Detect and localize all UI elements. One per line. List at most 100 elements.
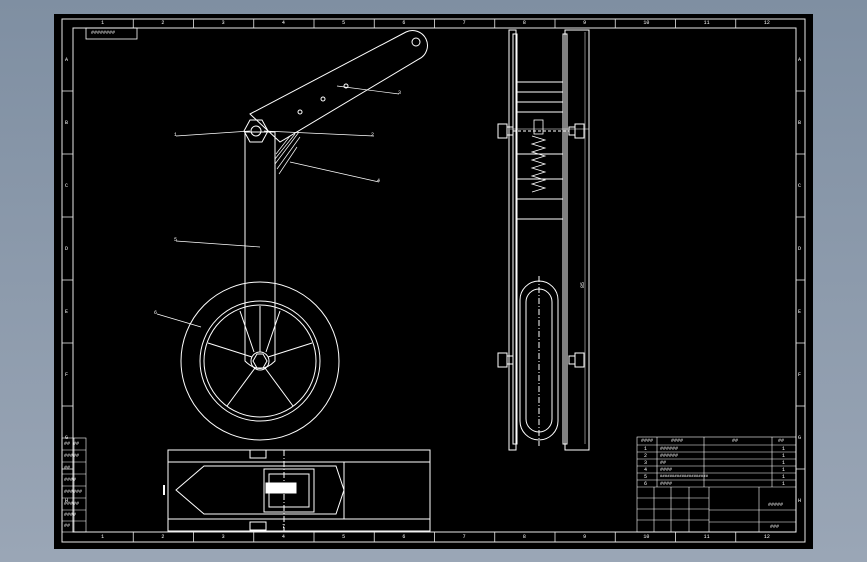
zone-label-right: F — [798, 371, 802, 378]
zone-label-bottom: 2 — [161, 534, 165, 540]
zone-label-bottom: 1 — [101, 534, 105, 540]
zone-label-top: 5 — [342, 20, 346, 26]
title-block-header: ## — [732, 438, 739, 444]
callout-4: 4 — [377, 178, 381, 184]
inner-frame — [72, 27, 797, 533]
zone-label-left: G — [65, 434, 69, 441]
left-panel-text: ##### — [64, 453, 80, 459]
left-panel-lines — [61, 437, 87, 533]
title-block-row-qty: 1 — [782, 446, 786, 452]
title-block-row-no: 2 — [644, 453, 648, 459]
zone-label-left: E — [65, 308, 69, 315]
zone-label-right: B — [798, 119, 802, 126]
wheel-rim — [203, 304, 317, 418]
border-zone-ticks — [62, 19, 805, 542]
side-view — [156, 30, 428, 441]
top-view-hub — [263, 468, 315, 513]
spring-hatch — [274, 131, 301, 175]
zone-label-top: 3 — [221, 20, 225, 26]
pivot-pin — [411, 37, 421, 47]
zone-label-left: D — [65, 245, 69, 252]
left-panel-text: ## — [64, 523, 71, 529]
zone-label-bottom: 9 — [583, 534, 587, 540]
zone-label-top: 11 — [703, 20, 710, 26]
fork-right-inner — [562, 33, 568, 445]
zone-label-bottom: 3 — [221, 534, 225, 540]
zone-label-bottom: 12 — [763, 534, 770, 540]
front-view — [497, 29, 590, 451]
joint-bolt — [250, 125, 262, 137]
callout-6: 6 — [154, 310, 158, 316]
top-view — [163, 449, 431, 532]
left-panel-text: #### — [64, 477, 77, 483]
zone-label-bottom: 5 — [342, 534, 346, 540]
joint-bolt-hex — [243, 119, 269, 143]
zone-label-left: C — [65, 182, 69, 189]
zone-label-right: G — [798, 434, 802, 441]
zone-label-bottom: 8 — [522, 534, 526, 540]
title-block-lines — [636, 436, 797, 533]
zone-label-bottom: 6 — [402, 534, 406, 540]
angled-arm — [249, 30, 428, 143]
callout-3: 3 — [398, 90, 402, 96]
outer-frame — [61, 18, 806, 543]
top-view-bolt-top — [249, 449, 267, 459]
title-block-row-name: ###### — [660, 446, 679, 452]
fork-left-inner — [512, 33, 518, 445]
zone-label-top: 2 — [161, 20, 165, 26]
title-block-row-qty: 1 — [782, 460, 786, 466]
callout-1: 1 — [174, 132, 178, 138]
zone-label-bottom: 10 — [643, 534, 650, 540]
drawing-sheet: ######## 1 2 3 4 5 6 7 85 ## ## ##### ##… — [54, 14, 813, 549]
title-block-row-qty: 1 — [782, 481, 786, 487]
zone-label-top: 4 — [281, 20, 285, 26]
axle-nut — [252, 353, 268, 369]
left-panel-text: #### — [64, 512, 77, 518]
left-panel-text: ## — [64, 465, 71, 471]
top-view-bolt-bottom — [249, 521, 267, 531]
title-block-row-name: #################### — [660, 475, 709, 479]
title-block-row-no: 3 — [644, 460, 648, 466]
tag-box-label: ######## — [91, 30, 116, 36]
arm-hole — [343, 83, 349, 89]
zone-label-top: 12 — [763, 20, 770, 26]
callout-5: 5 — [174, 237, 178, 243]
arm-hole — [297, 109, 303, 115]
lower-bolt — [497, 352, 585, 368]
left-panel-text: ###### — [64, 489, 83, 495]
fork-crossbars — [516, 81, 563, 220]
wheel-tire-inner — [199, 300, 321, 422]
zone-label-bottom: 11 — [703, 534, 710, 540]
left-panel-text: ## ## — [64, 441, 80, 447]
zone-label-right: D — [798, 245, 802, 252]
drawing-number: ### — [770, 524, 780, 530]
leader-lines — [156, 85, 400, 328]
title-block-row-name: ## — [660, 460, 667, 466]
title-block-row-name: #### — [660, 467, 673, 473]
zone-label-bottom: 7 — [462, 534, 466, 540]
zone-label-left: B — [65, 119, 69, 126]
zone-label-right: H — [798, 497, 802, 504]
zone-label-top: 8 — [522, 20, 526, 26]
zone-label-left: F — [65, 371, 69, 378]
title-block-row-qty: 1 — [782, 467, 786, 473]
callout-7: 7 — [282, 524, 286, 530]
title-block-header: #### — [671, 438, 684, 444]
wheel-spokes — [207, 306, 313, 407]
zone-label-right: E — [798, 308, 802, 315]
zone-label-left: A — [65, 56, 69, 63]
arm-hole — [320, 96, 326, 102]
title-block-header: ## — [778, 438, 785, 444]
zone-label-right: C — [798, 182, 802, 189]
dimension-label: 85 — [580, 281, 587, 289]
zone-label-top: 6 — [402, 20, 406, 26]
fork-right-plate — [564, 29, 590, 451]
title-block-row-no: 4 — [644, 467, 648, 473]
title-block-row-qty: 1 — [782, 453, 786, 459]
title-block-row-name: ###### — [660, 453, 679, 459]
title-block-header: #### — [641, 438, 654, 444]
zone-label-left: H — [65, 497, 69, 504]
zone-label-top: 1 — [101, 20, 105, 26]
wheel-tire-outer — [180, 281, 340, 441]
upper-bolt — [497, 123, 585, 139]
